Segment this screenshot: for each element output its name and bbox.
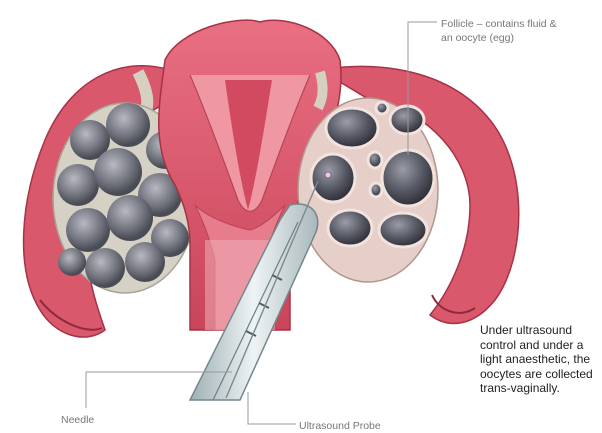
- ovary-follicle-bump: [94, 148, 142, 196]
- follicle-cavity: [311, 154, 355, 202]
- follicle-label: Follicle – contains fluid & an oocyte (e…: [441, 17, 601, 45]
- caption-line1: Under ultrasound: [480, 323, 600, 338]
- follicle-cavity: [382, 150, 434, 206]
- follicle-cavity: [368, 152, 382, 168]
- caption-line5: trans-vaginally.: [480, 381, 600, 396]
- follicle-cavity: [379, 213, 427, 247]
- follicle-cavity: [326, 108, 378, 148]
- ovary-follicle-bump: [106, 103, 150, 147]
- ovary-follicle-bump: [85, 248, 125, 288]
- caption-line3: light anaesthetic, the: [480, 352, 600, 367]
- follicle-cavity: [370, 183, 382, 197]
- follicle-cavity: [390, 106, 424, 134]
- ovary-follicle-bump: [125, 242, 165, 282]
- ovary-follicle-bump: [107, 195, 153, 241]
- caption-line2: control and under a: [480, 338, 600, 353]
- probe-leader: [248, 392, 296, 424]
- caption-line4: oocytes are collected: [480, 367, 600, 382]
- ovary-follicle-bump: [57, 164, 99, 206]
- follicle-label-line2: an oocyte (egg): [441, 31, 601, 45]
- ovary-follicle-bump: [58, 248, 86, 276]
- follicle-cavity: [328, 210, 372, 246]
- ovary-follicle-bump: [66, 208, 110, 252]
- procedure-caption: Under ultrasound control and under a lig…: [480, 323, 600, 396]
- follicle-label-line1: Follicle – contains fluid &: [441, 17, 601, 31]
- probe-label: Ultrasound Probe: [299, 419, 381, 433]
- needle-label: Needle: [61, 413, 94, 427]
- follicle-cavity: [376, 102, 388, 114]
